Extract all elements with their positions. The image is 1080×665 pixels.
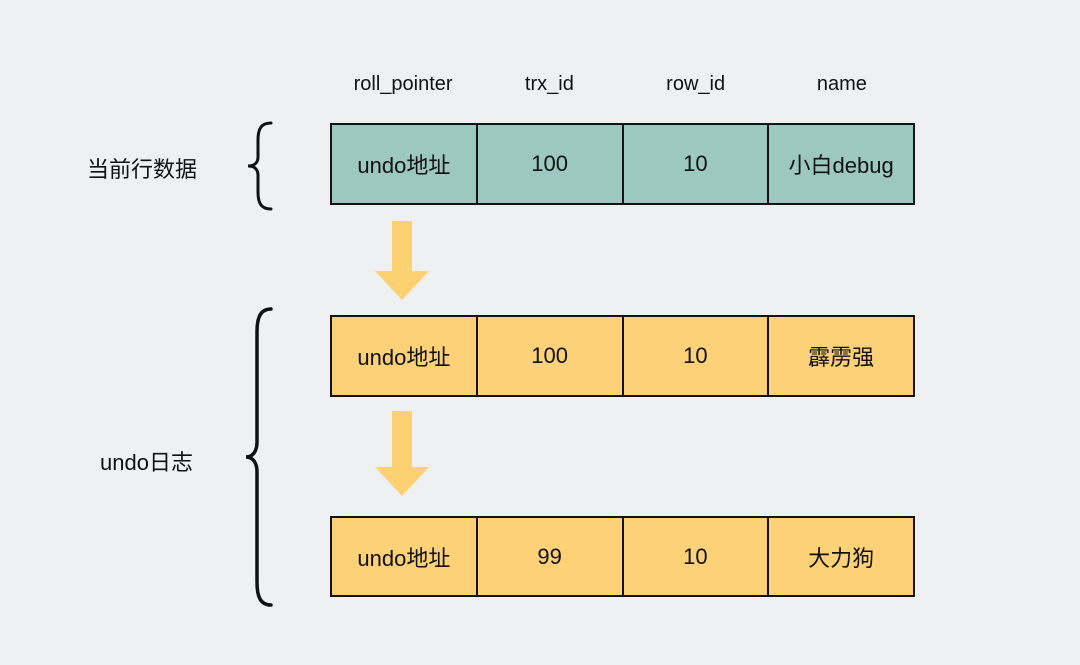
cell-name: 大力狗 [767, 518, 913, 595]
down-arrow-2 [375, 411, 429, 496]
cell-row-id: 10 [621, 518, 768, 595]
undo-log-row-1: undo地址 100 10 霹雳强 [330, 315, 915, 397]
column-header-row-id: row_id [666, 72, 726, 95]
column-header-trx-id: trx_id [524, 72, 574, 95]
column-headers: roll_pointer trx_id row_id name [330, 70, 915, 98]
undo-log-brace [245, 307, 273, 607]
arrow-head [375, 467, 429, 496]
arrow-shaft [392, 221, 412, 271]
cell-trx-id: 100 [475, 125, 622, 203]
column-header-roll-pointer: roll_pointer [353, 72, 453, 95]
cell-roll-pointer: undo地址 [357, 153, 451, 178]
cell-name: 小白debug [767, 125, 913, 203]
cell-row-id: 10 [621, 317, 768, 395]
cell-name: 霹雳强 [767, 317, 913, 395]
cell-trx-id: 99 [475, 518, 622, 595]
column-header-name: name [816, 72, 867, 95]
undo-log-row-2: undo地址 99 10 大力狗 [330, 516, 915, 597]
cell-roll-pointer: undo地址 [357, 545, 451, 571]
undo-log-label: undo日志 [100, 450, 193, 475]
arrow-shaft [392, 411, 412, 467]
current-row-table: undo地址 100 10 小白debug [330, 123, 915, 205]
cell-row-id: 10 [621, 125, 768, 203]
cell-roll-pointer: undo地址 [357, 345, 451, 370]
current-row-brace [247, 121, 273, 211]
down-arrow-1 [375, 221, 429, 300]
arrow-head [375, 271, 429, 300]
current-row-label: 当前行数据 [87, 157, 198, 182]
cell-trx-id: 100 [475, 317, 622, 395]
